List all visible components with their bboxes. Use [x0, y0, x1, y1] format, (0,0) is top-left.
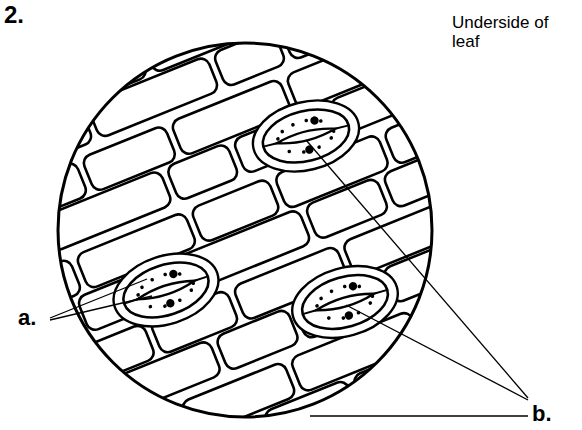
chloroplast: [276, 137, 280, 141]
chloroplast: [189, 288, 194, 293]
epidermal-cell: [482, 244, 582, 315]
epidermal-cell: [352, 333, 474, 411]
epidermal-cell: [416, 283, 490, 342]
callout-letter: b.: [532, 402, 552, 426]
chloroplast: [331, 129, 335, 133]
chloroplast: [148, 304, 153, 309]
epidermal-cell: [0, 192, 11, 277]
field-of-view-circle: [58, 43, 432, 417]
guard-cell-pair: [257, 101, 354, 171]
chloroplast: [357, 284, 361, 288]
chloroplast: [280, 129, 284, 133]
epidermal-cell: [467, 299, 558, 364]
epidermal-cell: [497, 192, 582, 257]
chloroplast: [327, 316, 331, 320]
epidermal-cell: [500, 318, 582, 403]
epidermal-cell: [0, 25, 63, 90]
nucleus: [348, 281, 358, 291]
chloroplast: [329, 289, 333, 293]
chloroplast: [178, 298, 183, 303]
chloroplast: [368, 301, 372, 305]
epidermal-cell: [471, 95, 582, 173]
answer-blank: [310, 415, 528, 416]
stoma: [284, 254, 407, 349]
epidermal-cell: [490, 374, 582, 430]
epidermal-cell: [55, 0, 172, 56]
guard-cell-pair: [296, 266, 394, 338]
chloroplast: [319, 119, 323, 123]
chloroplast: [150, 278, 155, 283]
epidermal-cell: [550, 255, 582, 331]
chloroplast: [342, 284, 346, 288]
epidermal-cell: [0, 328, 17, 411]
epidermal-cell: [34, 323, 156, 401]
nucleus: [344, 310, 354, 320]
epidermal-cell: [382, 226, 504, 304]
chloroplast: [304, 118, 308, 122]
leader-line: [50, 296, 152, 320]
guard-cell-pair: [116, 253, 215, 328]
epidermal-cell: [212, 29, 286, 88]
leader-line: [346, 305, 528, 400]
nucleus: [168, 269, 179, 280]
epidermal-cell: [97, 406, 188, 430]
chloroplast: [163, 272, 168, 277]
epidermal-cell: [0, 370, 41, 430]
epidermal-cell: [0, 393, 91, 430]
chloroplast: [370, 294, 374, 298]
chloroplast: [329, 136, 333, 140]
nucleus: [165, 298, 176, 309]
nucleus: [304, 144, 314, 154]
stomatal-pore: [136, 276, 196, 303]
chloroplast: [191, 281, 196, 286]
leader-line: [50, 279, 147, 318]
epidermal-cell: [180, 361, 297, 430]
epidermal-cell: [279, 0, 383, 61]
chloroplast: [317, 145, 321, 149]
epidermal-cell: [0, 221, 47, 297]
callout-letter: a.: [18, 306, 36, 330]
chloroplast: [319, 296, 323, 300]
view-caption: Underside of leaf: [452, 14, 574, 51]
leader-line: [306, 140, 528, 398]
question-number: 2.: [4, 2, 24, 28]
epidermal-cell: [407, 418, 498, 430]
epidermal-cell: [337, 410, 411, 430]
stomatal-pore: [315, 289, 375, 314]
epidermal-cell: [165, 0, 298, 12]
stoma: [245, 90, 366, 182]
epidermal-cell: [383, 83, 516, 166]
epidermal-cell: [404, 371, 508, 430]
chloroplast: [177, 272, 182, 277]
stoma: [104, 241, 228, 339]
chloroplast: [140, 285, 145, 290]
epidermal-cell: [0, 73, 70, 158]
epidermal-cell: [215, 308, 300, 371]
chloroplast: [315, 304, 319, 308]
epidermal-cell: [230, 0, 352, 37]
nucleus: [309, 115, 319, 125]
chloroplast: [287, 149, 291, 153]
chloroplast: [291, 123, 295, 127]
epidermal-cell: [535, 128, 582, 199]
chloroplast: [136, 293, 141, 298]
stomatal-pore: [276, 124, 336, 147]
epidermal-cell: [468, 167, 542, 226]
